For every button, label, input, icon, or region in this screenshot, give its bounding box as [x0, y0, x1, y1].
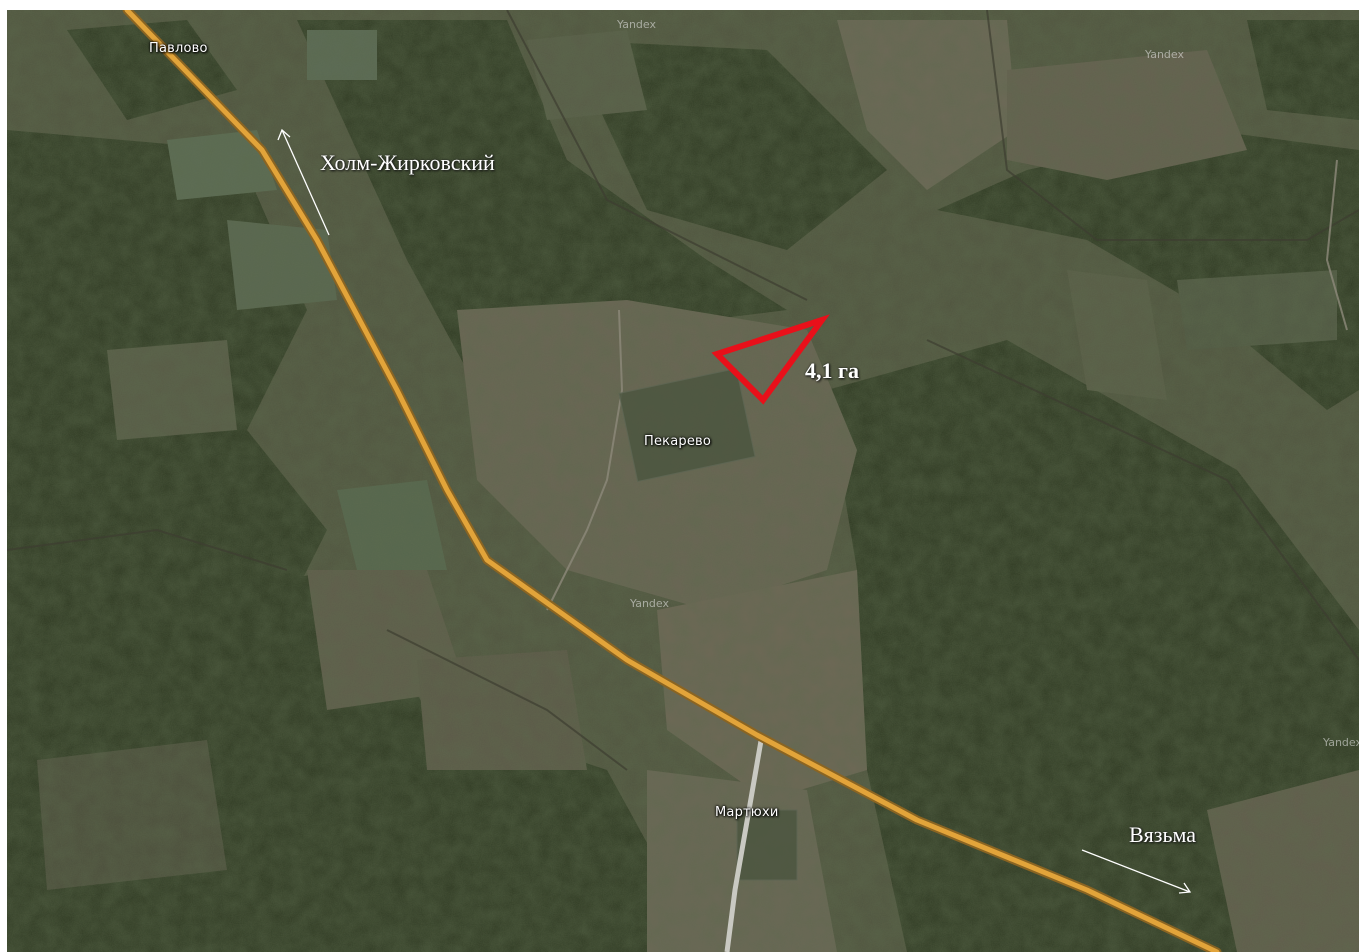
- place-label-martyukhi[interactable]: Мартюхи: [715, 805, 779, 820]
- satellite-map[interactable]: Павлово Пекарево Мартюхи Холм-Жирковский…: [7, 10, 1359, 952]
- place-label-pavlovo[interactable]: Павлово: [149, 41, 208, 56]
- dirt-roads: [546, 159, 1348, 611]
- plot-area-label: 4,1 га: [805, 358, 859, 383]
- watermark-top-right: Yandex: [1145, 48, 1184, 61]
- direction-arrow-vyazma: [1081, 849, 1192, 894]
- watermark-top: Yandex: [617, 18, 656, 31]
- direction-arrow-kholm: [277, 128, 330, 236]
- direction-label-kholm-zhirkovsky: Холм-Жирковский: [320, 150, 495, 175]
- grain-texture: [7, 10, 1359, 952]
- watermark-center: Yandex: [630, 597, 669, 610]
- field-tracks: [7, 10, 1359, 771]
- satellite-imagery: [7, 10, 1359, 952]
- secondary-road: [724, 734, 765, 952]
- direction-label-vyazma: Вязьма: [1129, 822, 1197, 847]
- land-plot-outline[interactable]: [711, 314, 830, 405]
- place-label-pekarevo[interactable]: Пекарево: [644, 434, 712, 449]
- highway: [122, 10, 1222, 952]
- watermark-right: Yandex: [1323, 736, 1359, 749]
